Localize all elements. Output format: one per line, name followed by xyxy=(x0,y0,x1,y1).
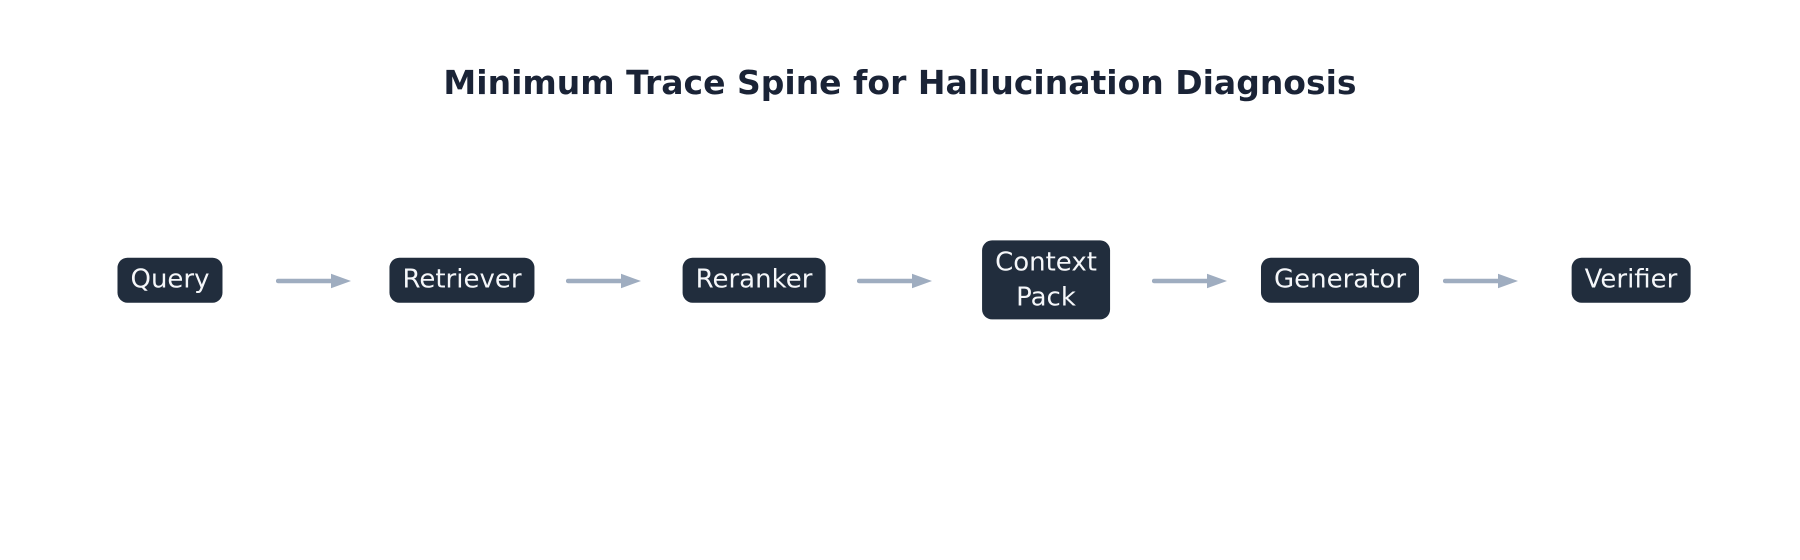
flow-arrow-icon xyxy=(566,273,641,289)
flow-node-generator: Generator xyxy=(1260,257,1420,303)
flow-arrow-icon xyxy=(1152,273,1227,289)
flow-node-verifier: Verifier xyxy=(1571,257,1691,303)
flow-node-reranker: Reranker xyxy=(682,257,826,303)
flow-node-retriever: Retriever xyxy=(389,257,535,303)
flow-node-context-pack: Context Pack xyxy=(982,240,1110,320)
diagram-title: Minimum Trace Spine for Hallucination Di… xyxy=(443,63,1357,102)
flow-arrow-icon xyxy=(276,273,351,289)
flow-node-query: Query xyxy=(117,257,223,303)
flow-arrow-icon xyxy=(1443,273,1518,289)
flow-arrow-icon xyxy=(857,273,932,289)
